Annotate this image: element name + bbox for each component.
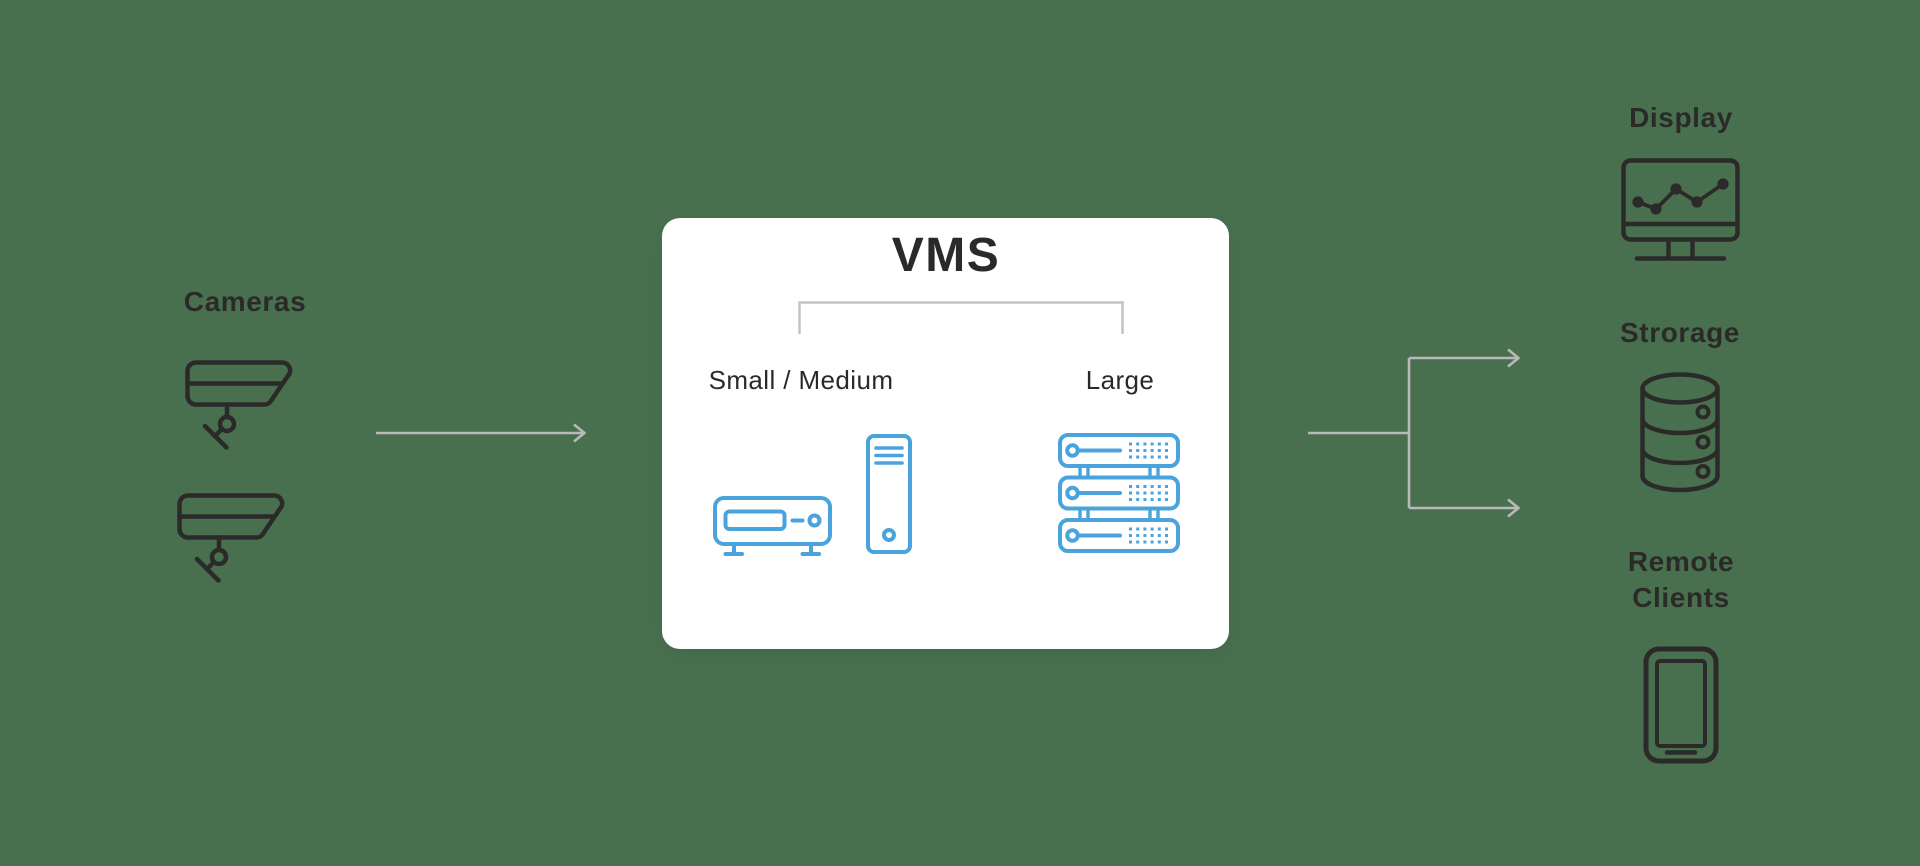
nvr-recorder-icon (713, 496, 832, 556)
cctv-camera-icon (177, 493, 285, 583)
smartphone-icon (1643, 646, 1719, 764)
bracket-shape (798, 301, 1124, 334)
storage-label: Strorage (1620, 317, 1740, 348)
cameras-label: Cameras (183, 286, 307, 317)
cameras-to-vms-arrow (376, 423, 586, 443)
small-medium-label: Small / Medium (708, 365, 894, 395)
server-rack-icon (1058, 433, 1180, 553)
monitor-chart-icon (1621, 158, 1740, 261)
vms-to-outputs-arrow (1308, 348, 1520, 518)
vms-title: VMS (891, 229, 1001, 282)
tower-server-icon (866, 434, 912, 554)
large-label: Large (1085, 365, 1155, 395)
vms-card: VMS Small / Medium Large (662, 218, 1229, 649)
cctv-camera-icon (185, 360, 293, 450)
remote-clients-label: Remote Clients (1627, 546, 1735, 613)
database-icon (1640, 372, 1720, 493)
display-label: Display (1629, 102, 1733, 133)
